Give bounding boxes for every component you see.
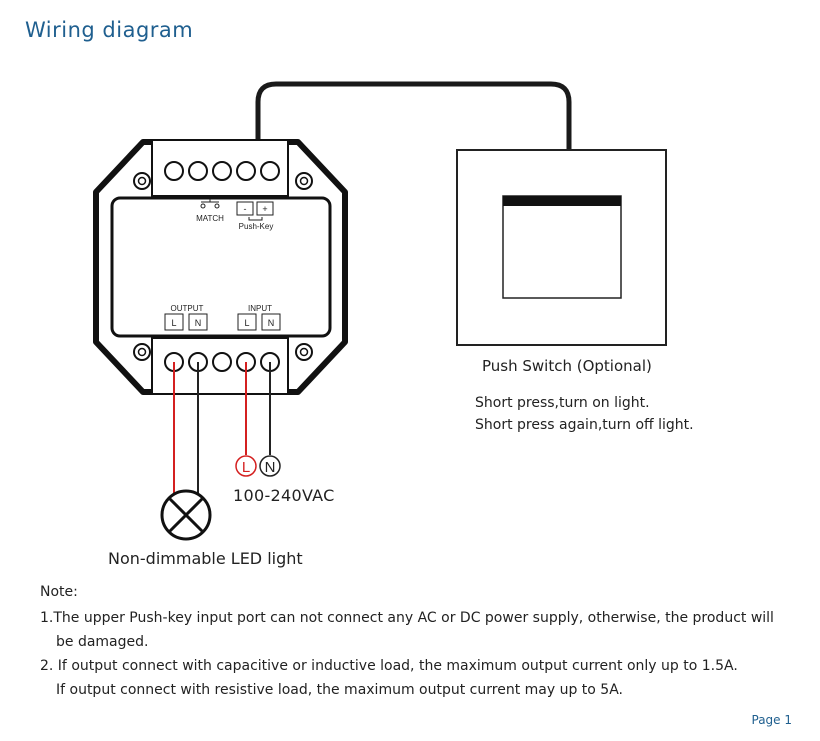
push-switch bbox=[456, 149, 667, 346]
output-terminal-n bbox=[188, 313, 208, 331]
pushkey-plus-label: + bbox=[262, 204, 267, 214]
terminal-screw bbox=[236, 161, 256, 181]
pushkey-terminal-plus bbox=[256, 201, 274, 216]
mains-live-label: L bbox=[242, 459, 250, 476]
mains-neutral-marker bbox=[259, 455, 281, 477]
push-switch-desc-line: Short press,turn on light. bbox=[475, 395, 650, 411]
led-lamp-symbol bbox=[160, 489, 212, 541]
push-switch-button bbox=[502, 195, 622, 299]
page-number: Page 1 bbox=[751, 713, 793, 727]
input-terminal-l bbox=[237, 313, 257, 331]
controller-face bbox=[110, 196, 332, 338]
controller-module: MATCH - + Push-Key OUTPUT L N INPUT L N bbox=[93, 139, 348, 395]
note-item-line: 1.The upper Push-key input port can not … bbox=[40, 610, 774, 626]
match-label: MATCH bbox=[196, 214, 224, 223]
output-n-label: N bbox=[195, 318, 202, 328]
page-title: Wiring diagram bbox=[25, 18, 194, 42]
output-l-label: L bbox=[171, 318, 176, 328]
mains-voltage-label: 100-240VAC bbox=[233, 486, 335, 505]
match-button-symbol bbox=[200, 199, 220, 209]
mounting-screw bbox=[133, 172, 151, 190]
terminal-screw bbox=[260, 161, 280, 181]
mains-live-marker bbox=[235, 455, 257, 477]
notes-heading: Note: bbox=[40, 584, 78, 600]
input-terminal-n bbox=[261, 313, 281, 331]
input-label: INPUT bbox=[248, 304, 272, 313]
terminal-screw bbox=[212, 161, 232, 181]
notes-list: 1.The upper Push-key input port can not … bbox=[40, 606, 774, 702]
input-l-label: L bbox=[244, 318, 249, 328]
push-switch-description: Short press,turn on light. Short press a… bbox=[475, 392, 694, 436]
output-label: OUTPUT bbox=[171, 304, 204, 313]
push-switch-desc-line: Short press again,turn off light. bbox=[475, 417, 694, 433]
push-switch-label: Push Switch (Optional) bbox=[482, 357, 652, 375]
terminal-screw bbox=[164, 161, 184, 181]
input-n-label: N bbox=[268, 318, 275, 328]
terminal-screw bbox=[188, 161, 208, 181]
pushkey-minus-label: - bbox=[244, 204, 247, 214]
terminal-screw bbox=[212, 352, 232, 372]
note-item-line: If output connect with resistive load, t… bbox=[56, 682, 623, 698]
pushkey-bracket bbox=[248, 217, 263, 221]
mains-neutral-label: N bbox=[265, 459, 276, 476]
mounting-screw bbox=[295, 172, 313, 190]
pushkey-label: Push-Key bbox=[239, 222, 274, 231]
push-switch-cable bbox=[255, 81, 572, 150]
mounting-screw bbox=[133, 343, 151, 361]
output-terminal-l bbox=[164, 313, 184, 331]
note-item-line: 2. If output connect with capacitive or … bbox=[40, 658, 738, 674]
push-switch-button-bar bbox=[503, 196, 621, 206]
load-label: Non-dimmable LED light bbox=[108, 549, 303, 568]
pushkey-terminal-minus bbox=[236, 201, 254, 216]
mounting-screw bbox=[295, 343, 313, 361]
note-item-line: be damaged. bbox=[56, 634, 149, 650]
